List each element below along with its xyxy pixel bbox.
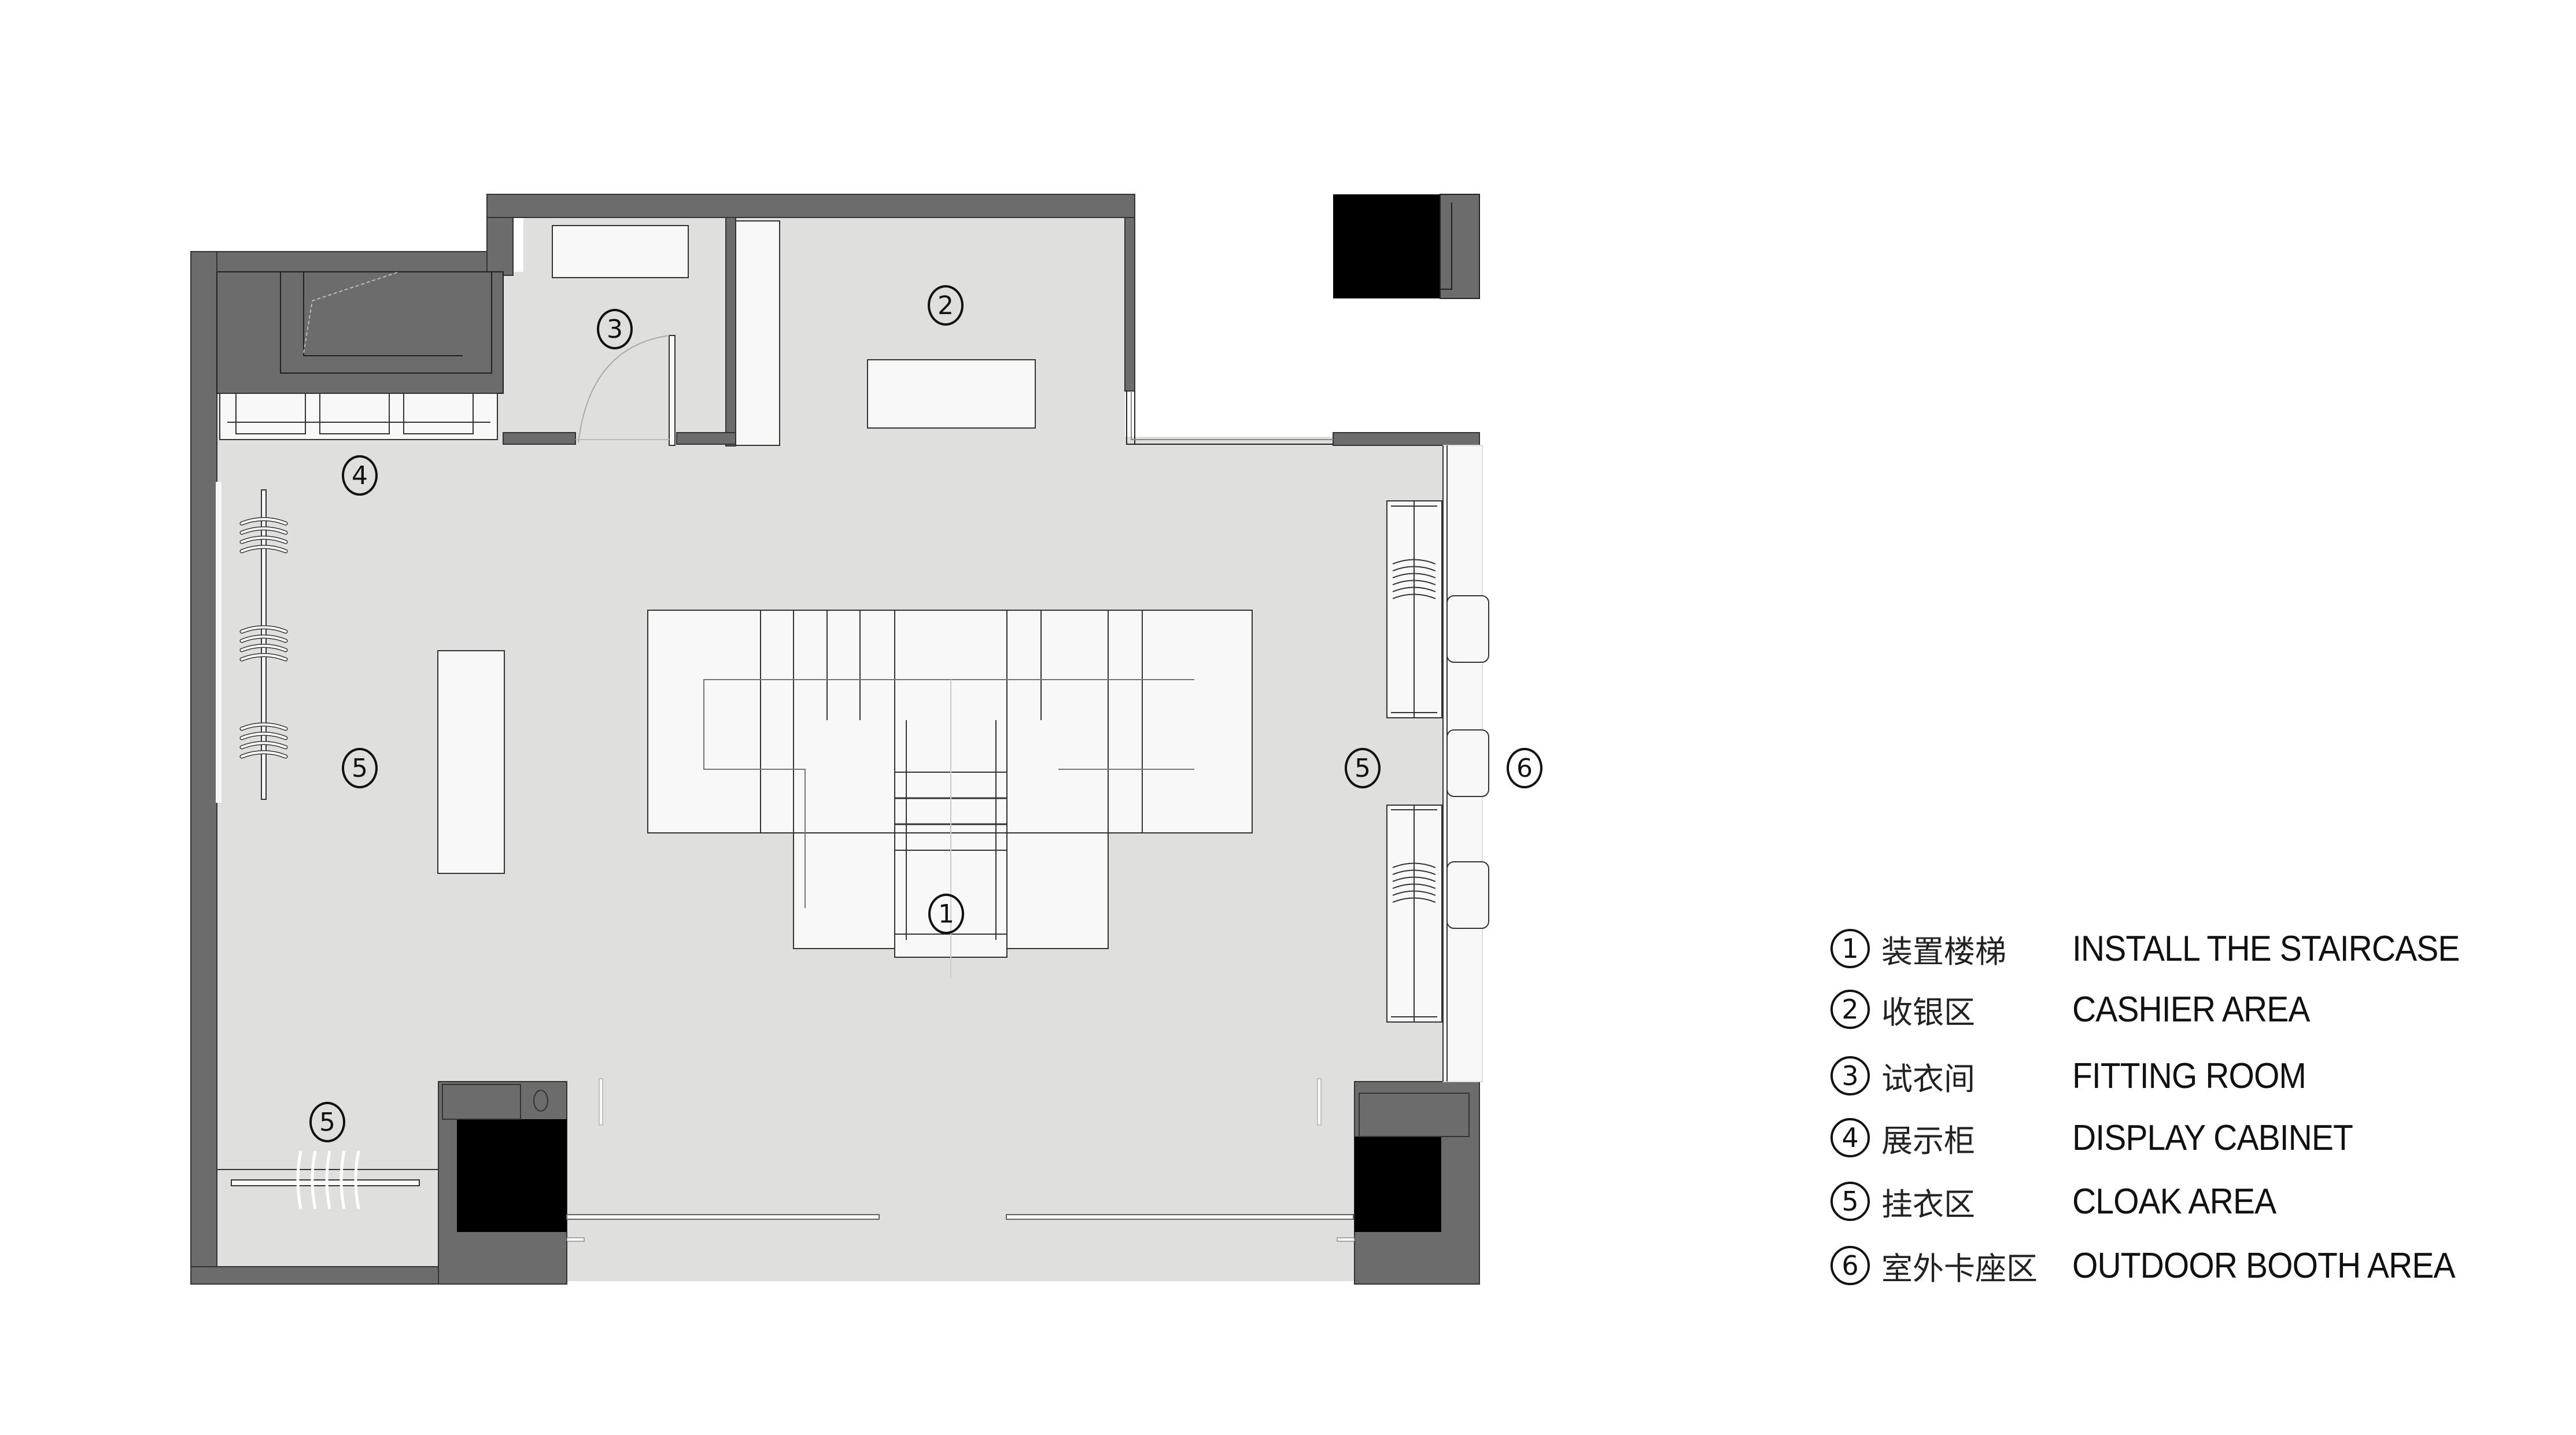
area-label-4: 4 [342,455,378,496]
floor [217,217,1443,1281]
legend-item-staircase: 1 装置楼梯 INSTALL THE STAIRCASE [1830,923,2493,975]
outdoor-booth [1442,445,1489,1082]
legend-label-en: FITTING ROOM [2072,1056,2306,1096]
legend-number: 4 [1830,1118,1870,1157]
legend-label-cn: 展示柜 [1881,1122,1975,1159]
bottom-cloak-area [217,1150,438,1209]
left-cloak-rail [216,482,505,874]
legend-item-fitting-room: 3 试衣间 FITTING ROOM [1830,1050,2326,1102]
legend-label-cn: 室外卡座区 [1881,1250,2038,1287]
display-cabinet [219,393,498,440]
legend-number: 6 [1830,1246,1870,1285]
legend-label-en: INSTALL THE STAIRCASE [2072,928,2460,969]
legend-label-en: DISPLAY CABINET [2072,1117,2353,1158]
legend-item-cashier: 2 收银区 CASHIER AREA [1830,983,2330,1035]
legend-label-cn: 试衣间 [1881,1060,1975,1097]
legend-item-cloak-area: 5 挂衣区 CLOAK AREA [1830,1175,2294,1227]
legend-item-display-cabinet: 4 展示柜 DISPLAY CABINET [1830,1112,2377,1164]
legend-number: 2 [1830,990,1870,1029]
legend-label-en: CASHIER AREA [2072,989,2310,1030]
legend-label-en: OUTDOOR BOOTH AREA [2072,1245,2456,1286]
top-right-column [1333,194,1480,299]
area-label-5-bottom: 5 [309,1102,345,1142]
legend-label-cn: 装置楼梯 [1881,933,2006,970]
area-label-5-right: 5 [1345,748,1381,788]
legend-label-cn: 挂衣区 [1881,1186,1975,1223]
entrance-columns [442,1078,1470,1242]
legend-number: 5 [1830,1182,1870,1221]
legend-number: 1 [1830,929,1870,968]
display-alcove [216,271,504,394]
legend-item-outdoor-booth: 6 室外卡座区 OUTDOOR BOOTH AREA [1830,1240,2488,1292]
right-cloak-racks [1386,500,1442,1023]
area-label-3: 3 [597,309,633,349]
area-label-1: 1 [928,894,964,934]
fitting-room [552,225,689,446]
area-label-6: 6 [1507,748,1542,788]
cashier-area [735,220,1333,446]
legend-label-cn: 收银区 [1881,994,1975,1031]
area-label-5-left: 5 [342,748,378,788]
area-label-2: 2 [928,285,964,326]
staircase [647,610,1253,977]
legend-label-en: CLOAK AREA [2072,1181,2276,1222]
legend-number: 3 [1830,1056,1870,1095]
